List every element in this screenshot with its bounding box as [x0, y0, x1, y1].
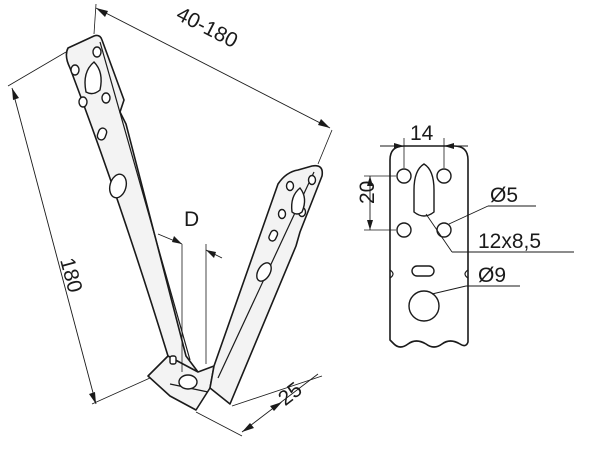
dim-large-hole-label: Ø9: [478, 264, 506, 287]
detail-hole-top-left: [396, 168, 412, 184]
right-flange: [209, 164, 324, 405]
right-flange-hole-1: [285, 180, 295, 192]
dim-spacing-v-label: 20: [356, 181, 379, 204]
left-flange-large-hole: [108, 173, 128, 199]
left-flange-hole-3: [78, 96, 88, 108]
detail-large-hole: [408, 290, 440, 322]
dim-depth-label: D: [184, 208, 199, 231]
base-hole: [178, 374, 198, 390]
dim-height-label: 180: [55, 255, 86, 295]
right-flange-teardrop-slot: [290, 187, 306, 215]
detail-dimension-spacing-h: 14: [380, 122, 468, 168]
flange-detail-view: [389, 145, 469, 348]
detail-dimension-spacing-v: 20: [356, 175, 396, 231]
left-flange-slot: [96, 127, 108, 141]
detail-leader-small-hole: Ø5: [448, 184, 536, 225]
detail-hole-bottom-left: [396, 222, 412, 238]
left-flange-hole-1: [70, 64, 80, 76]
right-flange-slot: [268, 229, 279, 242]
right-flange-large-hole: [256, 262, 272, 282]
dim-span-label: 40-180: [173, 3, 242, 53]
right-flange-hole-2: [307, 174, 317, 186]
left-flange-hole-4: [101, 92, 111, 104]
left-flange-hole-2: [92, 46, 102, 58]
left-flange-lower-slot: [169, 355, 177, 365]
detail-leader-slot: 12x8,5: [425, 213, 574, 253]
detail-hole-top-right: [436, 168, 452, 184]
dim-spacing-h-label: 14: [410, 122, 434, 145]
detail-hole-bottom-right: [436, 222, 452, 238]
left-flange-edge: [99, 41, 191, 361]
detail-teardrop-slot: [413, 163, 435, 217]
dimension-depth: D: [157, 208, 223, 372]
bracket-3d-view: [65, 34, 324, 411]
detail-horizontal-slot: [411, 265, 435, 277]
left-flange-teardrop-slot: [84, 61, 102, 95]
detail-leader-large-hole: Ø9: [431, 264, 520, 295]
dim-small-hole-label: Ø5: [490, 184, 518, 207]
right-flange-hole-3: [277, 208, 287, 220]
left-flange: [65, 34, 199, 377]
dim-slot-label: 12x8,5: [478, 230, 541, 253]
